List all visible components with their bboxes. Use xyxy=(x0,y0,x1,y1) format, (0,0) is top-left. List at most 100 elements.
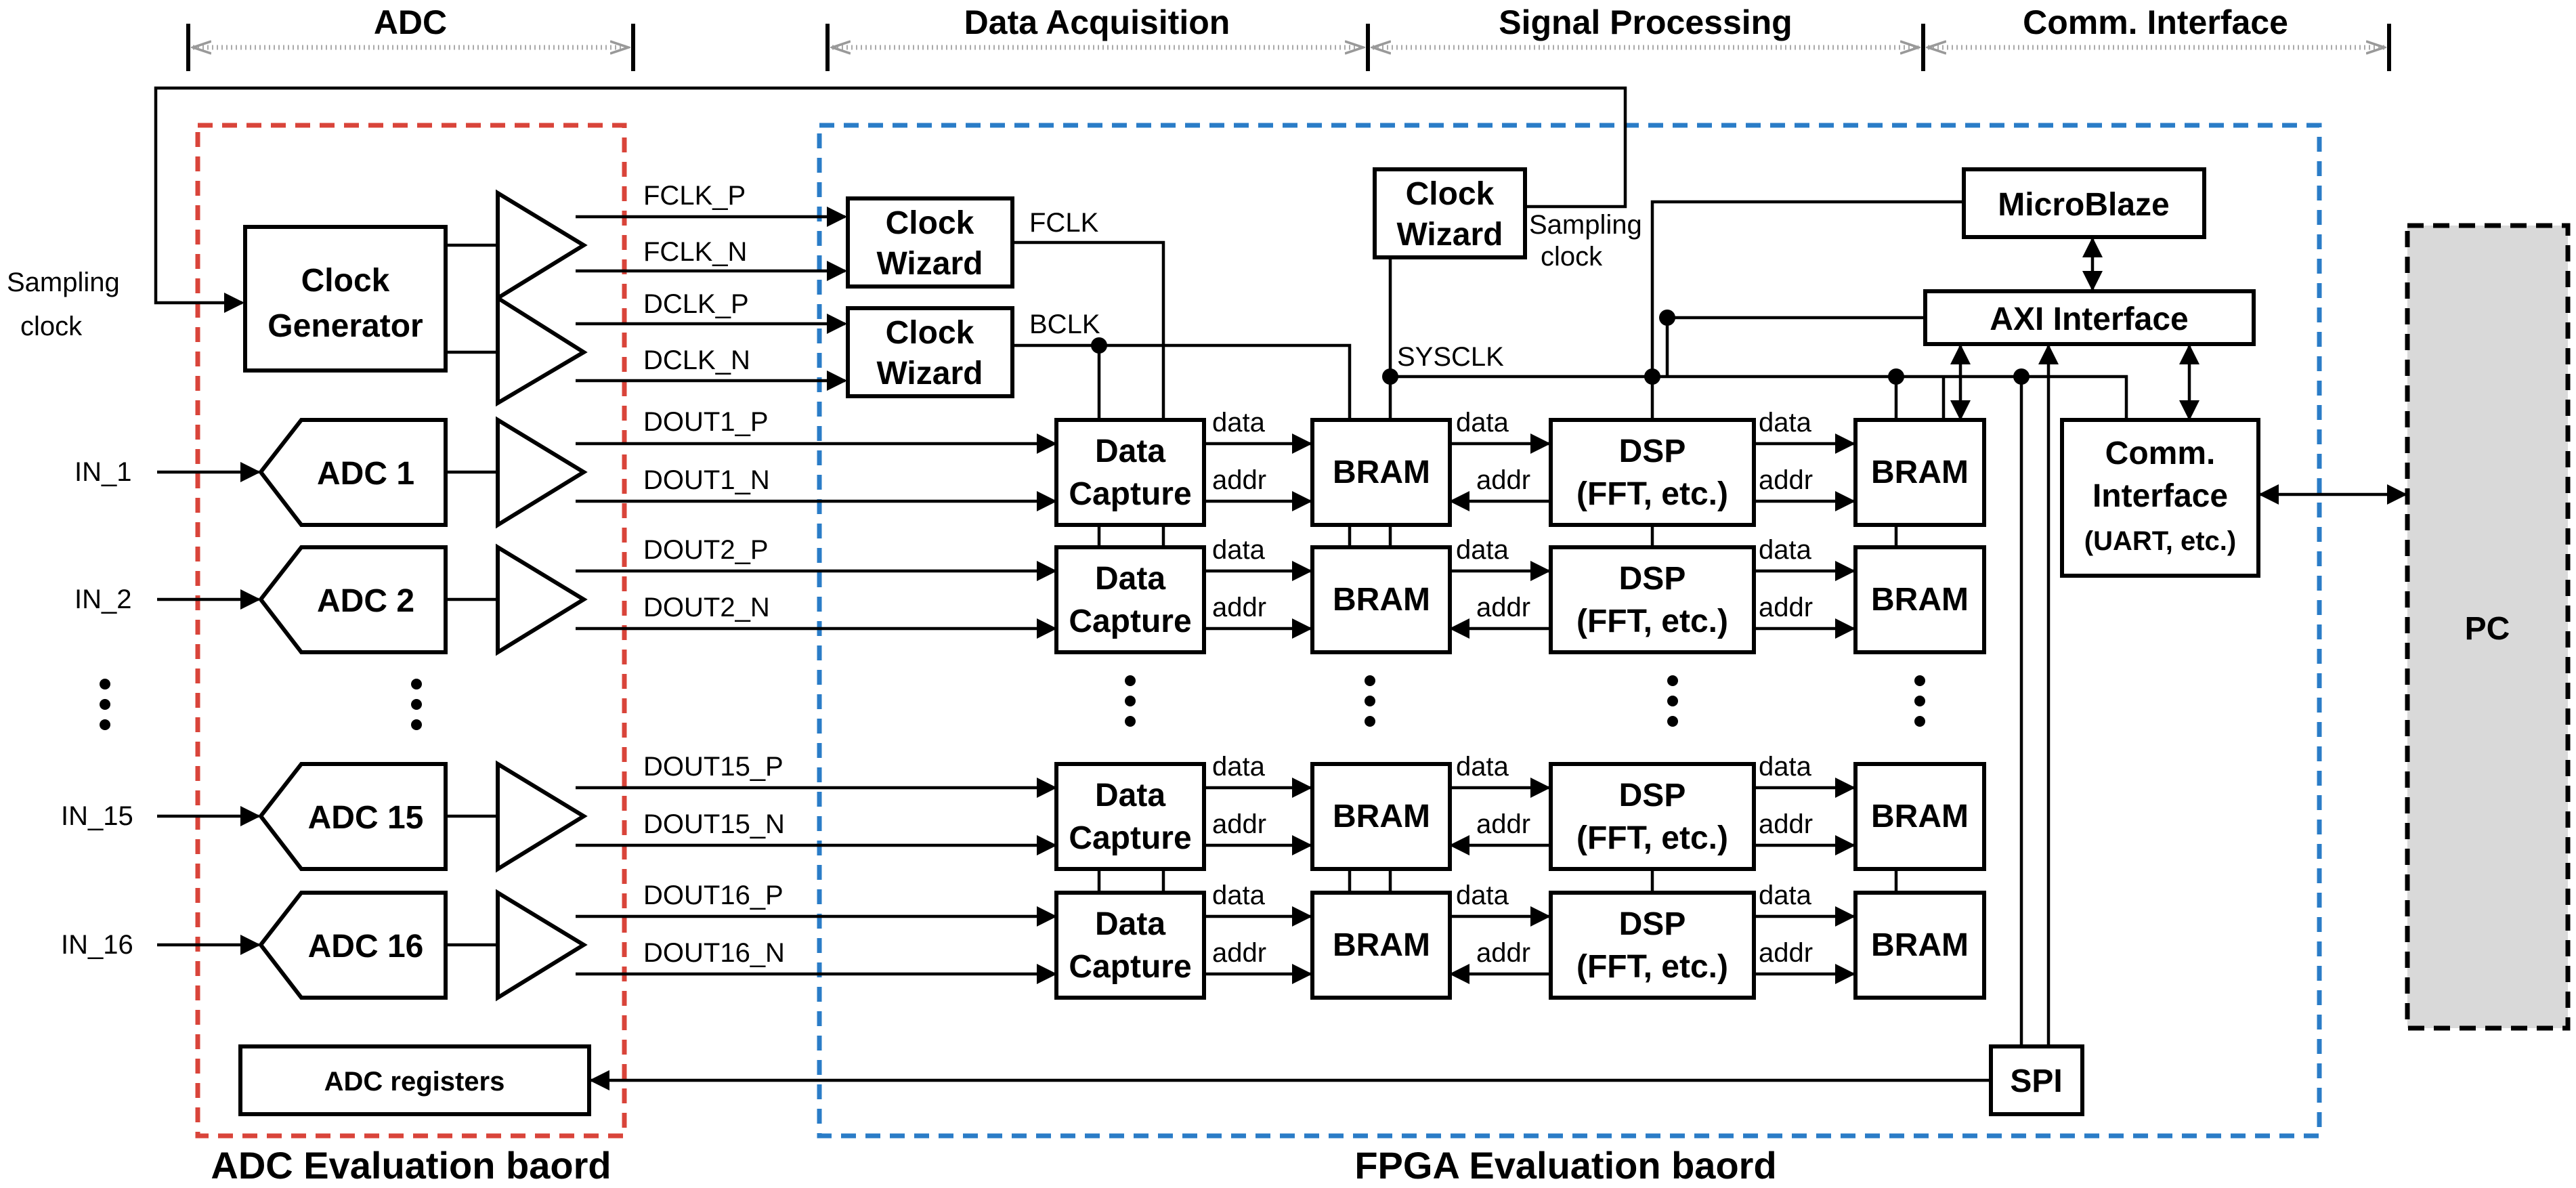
ellipsis-dot xyxy=(1667,696,1678,706)
adc-buffer-triangle xyxy=(496,889,588,1002)
sampling-clock-loop: Sampling clock Sampling clock xyxy=(7,86,1642,341)
adc-registers-label: ADC registers xyxy=(324,1067,505,1097)
clock-wizard-label-line1: Clock xyxy=(886,315,974,351)
clock-wizard-dclk: Clock Wizard xyxy=(846,306,1014,398)
dout-p-label: DOUT16_P xyxy=(643,881,783,910)
dout-n-label: DOUT15_N xyxy=(643,809,785,839)
spi-label: SPI xyxy=(2010,1063,2062,1099)
input-label: IN_16 xyxy=(61,930,133,960)
ellipsis-dot xyxy=(1125,675,1136,686)
clock-generator-label-line1: Clock xyxy=(301,263,390,299)
addr-label: addr xyxy=(1212,593,1266,622)
bram-block xyxy=(1310,545,1452,654)
spi-section: SPI ADC registers xyxy=(238,1044,2084,1116)
dout-n-label: DOUT2_N xyxy=(643,593,770,622)
ellipsis-dot xyxy=(411,679,422,690)
data-capture-label-line2: Capture xyxy=(1069,476,1191,512)
addr-label: addr xyxy=(1759,465,1813,495)
comm-interface-label-line2: Interface xyxy=(2092,478,2228,514)
data-capture-block xyxy=(1054,418,1206,527)
addr-label: addr xyxy=(1476,593,1530,622)
addr-label: addr xyxy=(1212,938,1266,968)
bclk-label: BCLK xyxy=(1029,310,1100,339)
data-label: data xyxy=(1212,408,1266,438)
addr-label: addr xyxy=(1212,809,1266,839)
data-label: data xyxy=(1456,881,1509,910)
ellipsis-dot xyxy=(1914,716,1925,727)
clock-generator-block xyxy=(243,225,448,373)
dout-n-label: DOUT16_N xyxy=(643,938,785,968)
ellipsis-dot xyxy=(1914,696,1925,706)
fpga-board-label: FPGA Evaluation baord xyxy=(1354,1144,1776,1185)
ellipsis-dot xyxy=(100,699,110,710)
adc-label: ADC 2 xyxy=(317,583,414,619)
fpga-ellipsis xyxy=(1125,675,1925,727)
data-label: data xyxy=(1759,535,1812,565)
dsp-block xyxy=(1549,891,1756,1000)
data-capture-label-line2: Capture xyxy=(1069,820,1191,856)
sampling-clock-out-line2: clock xyxy=(1541,242,1603,272)
data-label: data xyxy=(1759,881,1812,910)
data-label: data xyxy=(1212,535,1266,565)
clock-generator-label-line2: Generator xyxy=(267,308,423,344)
ellipsis-dot xyxy=(411,699,422,710)
row-bus-lines xyxy=(1097,377,1946,893)
data-label: data xyxy=(1212,881,1266,910)
ellipsis-dot xyxy=(100,679,110,690)
data-capture-block xyxy=(1054,891,1206,1000)
dout-p-label: DOUT2_P xyxy=(643,535,769,565)
input-label: IN_2 xyxy=(74,585,132,614)
adc-buffer-triangle xyxy=(496,543,588,656)
header-data-acquisition: Data Acquisition xyxy=(964,3,1230,41)
ellipsis-dot xyxy=(1914,675,1925,686)
sysclk-label: SYSCLK xyxy=(1397,342,1504,372)
ellipsis-dot xyxy=(1365,696,1375,706)
fclk-n-label: FCLK_N xyxy=(643,237,747,267)
adc-row-2: IN_2 ADC 2 xyxy=(74,543,588,656)
clock-wires: FCLK_P FCLK_N DCLK_P DCLK_N xyxy=(576,181,847,391)
data-label: data xyxy=(1456,752,1509,782)
clock-generator-section: Clock Generator xyxy=(243,189,588,407)
dsp-label-line1: DSP xyxy=(1619,433,1686,469)
ellipsis-dot xyxy=(1125,716,1136,727)
clock-wizard-block xyxy=(846,196,1014,289)
data-label: data xyxy=(1759,752,1812,782)
addr-label: addr xyxy=(1476,809,1530,839)
dclk-n-label: DCLK_N xyxy=(643,345,750,375)
ellipsis-dot xyxy=(1365,675,1375,686)
sampling-clock-label-line1: Sampling xyxy=(7,268,120,297)
dclk-p-label: DCLK_P xyxy=(643,289,749,319)
bram-label: BRAM xyxy=(1871,454,1969,490)
bram-block xyxy=(1853,545,1986,654)
addr-label: addr xyxy=(1212,465,1266,495)
bram-block xyxy=(1853,762,1986,871)
adc-ellipsis xyxy=(100,679,422,730)
processing-row-1: Data Capture data addr BRAM data addr DS… xyxy=(1054,408,1986,527)
processing-row-15: Data Capture data addr BRAM data addr DS… xyxy=(1054,752,1986,871)
input-label: IN_15 xyxy=(61,801,133,831)
dsp-label-line2: (FFT, etc.) xyxy=(1576,603,1728,639)
axi-interface-block xyxy=(1923,289,2256,346)
adc-registers-block xyxy=(238,1044,591,1116)
microblaze-label: MicroBlaze xyxy=(1998,187,2169,223)
ellipsis-dot xyxy=(1667,716,1678,727)
fclk-p-label: FCLK_P xyxy=(643,181,746,211)
bram-label: BRAM xyxy=(1871,927,1969,963)
processing-row-16: Data Capture data addr BRAM data addr DS… xyxy=(1054,881,1986,1000)
ellipsis-dot xyxy=(1125,696,1136,706)
dsp-label-line2: (FFT, etc.) xyxy=(1576,820,1728,856)
dclk-buffer-triangle xyxy=(496,294,588,407)
fpga-board-border xyxy=(817,123,2322,1139)
processing-row-2: Data Capture data addr BRAM data addr DS… xyxy=(1054,535,1986,654)
adc-board-label: ADC Evaluation baord xyxy=(211,1144,611,1185)
bram-block xyxy=(1310,418,1452,527)
dsp-block xyxy=(1549,762,1756,871)
input-label: IN_1 xyxy=(74,457,132,487)
dsp-label-line1: DSP xyxy=(1619,778,1686,813)
pc-label: PC xyxy=(2465,611,2510,647)
clock-wizard-block xyxy=(1373,167,1527,259)
clock-wizard-label-line2: Wizard xyxy=(1397,217,1503,253)
header-comm-interface: Comm. Interface xyxy=(2023,3,2288,41)
axi-interface-label: AXI Interface xyxy=(1990,301,2188,337)
